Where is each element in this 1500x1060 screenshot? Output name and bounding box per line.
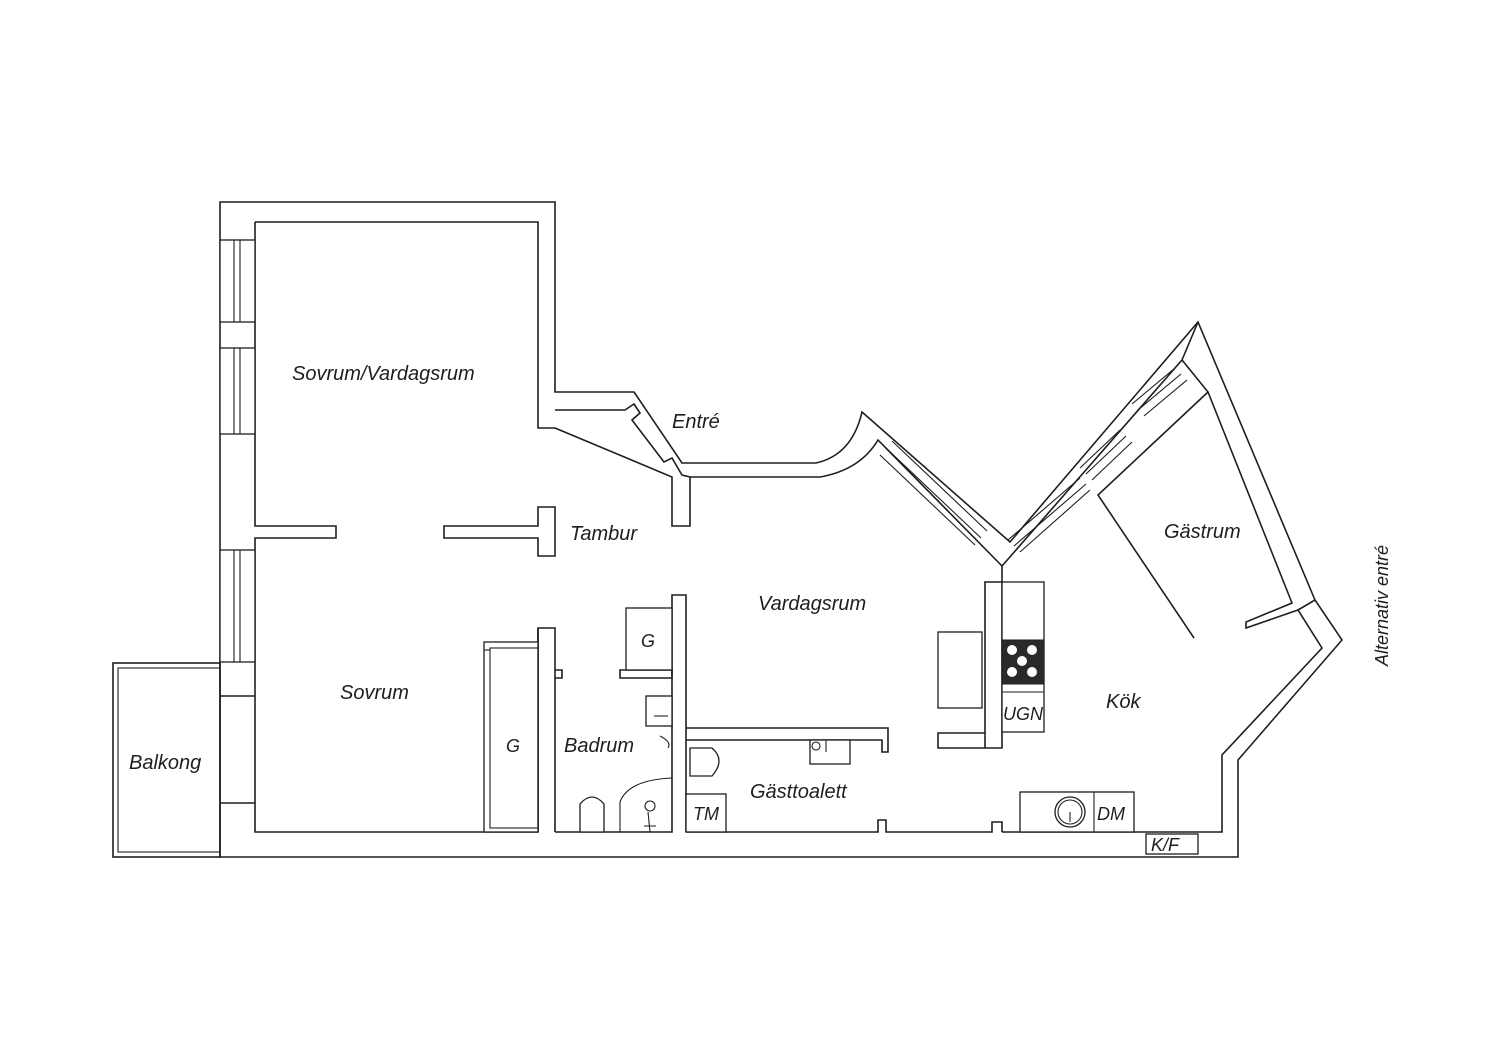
g-closet-shelf [619, 669, 673, 679]
tambur-wall [443, 506, 556, 557]
badrum-shower [619, 777, 673, 833]
entre-wall [554, 402, 691, 527]
label-sovrum-vardagsrum: Sovrum/Vardagsrum [292, 363, 475, 385]
gasttoalett-toilet [689, 747, 720, 777]
stove [1001, 639, 1045, 685]
gastrum-wall [1002, 391, 1324, 833]
inner-wall-left-lower [254, 222, 556, 833]
label-balkong: Balkong [129, 752, 201, 774]
label-tm: TM [693, 804, 719, 824]
kok-island [937, 631, 983, 709]
label-kok: Kök [1106, 691, 1141, 713]
gasttoalett-wall [686, 727, 889, 753]
window-kok [1007, 477, 1091, 553]
wardrobe-badrum [625, 607, 673, 671]
balkong [112, 662, 221, 858]
label-vardagsrum: Vardagsrum [758, 593, 866, 615]
window-left-2 [219, 347, 256, 435]
label-alternativ-entre: Alternativ entré [1372, 545, 1392, 667]
badrum-sink [645, 695, 673, 749]
label-sovrum: Sovrum [340, 682, 409, 704]
window-left-1 [219, 239, 256, 323]
badrum-toilet [579, 796, 605, 833]
gasttoalett-sink [809, 739, 851, 765]
label-dm: DM [1097, 804, 1125, 824]
bottom-inner [686, 819, 1003, 833]
window-vardagsrum [879, 440, 988, 546]
inner-wall-left [255, 221, 555, 429]
kok-sink [1019, 791, 1135, 833]
label-kf: K/F [1151, 835, 1180, 855]
label-tambur: Tambur [570, 523, 638, 545]
label-badrum: Badrum [564, 735, 634, 757]
label-gastrum: Gästrum [1164, 521, 1241, 543]
kf-box [1145, 833, 1199, 855]
tm-box [685, 793, 727, 833]
outer-wall [219, 201, 1344, 858]
window-gastrum-1 [1079, 429, 1133, 481]
label-g-badrum: G [641, 631, 655, 651]
label-ugn: UGN [1003, 704, 1044, 724]
label-gasttoalett: Gästtoalett [750, 781, 848, 803]
label-g-sovrum: G [506, 736, 520, 756]
window-gastrum-2 [1131, 367, 1188, 417]
window-left-3 [219, 549, 256, 663]
badrum-stub [555, 669, 563, 679]
wardrobe-sovrum [483, 641, 539, 833]
corridor-wall [690, 438, 1003, 567]
alt-entre-wall [1297, 599, 1316, 611]
label-entre: Entré [672, 411, 720, 433]
